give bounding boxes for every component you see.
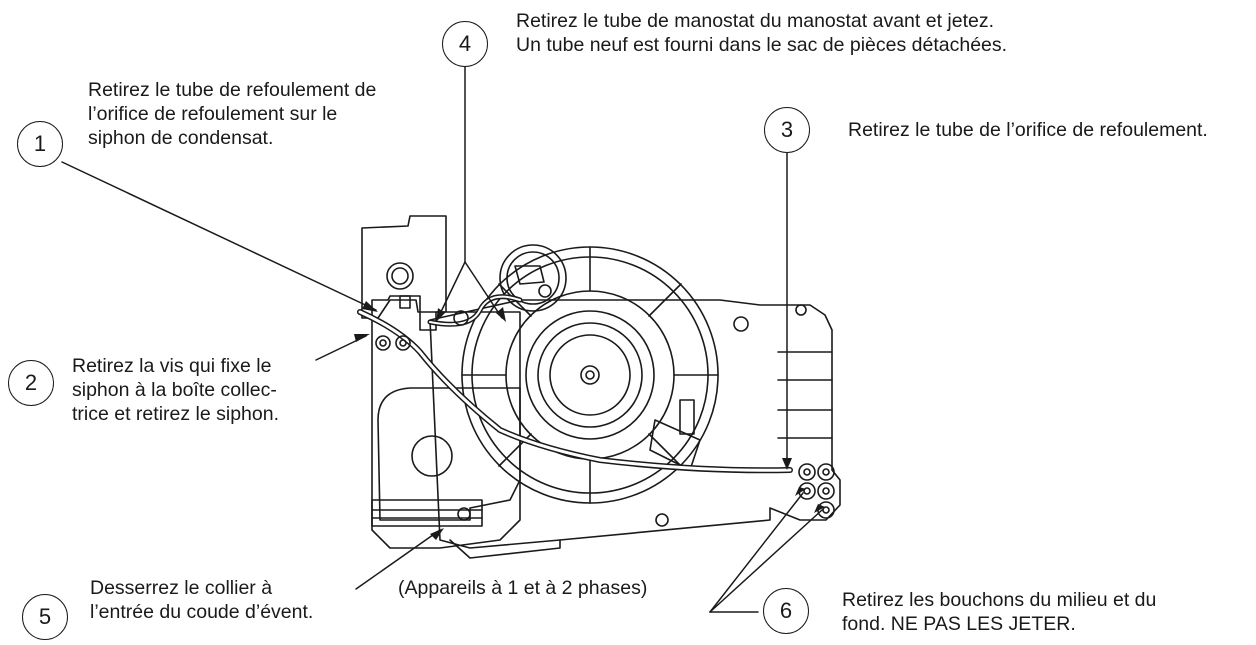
leader-line-5 <box>355 529 441 590</box>
leader-line-6a <box>709 492 804 613</box>
callout-3-text: Retirez le tube de l’orifice de refoulem… <box>848 119 1208 141</box>
callout-4-number: 4 <box>458 31 472 56</box>
callout-6-circle: 6 <box>763 588 809 634</box>
leader-line-1 <box>61 161 377 311</box>
callout-1-circle: 1 <box>17 121 63 167</box>
callout-1-text: Retirez le tube de refoulement de l’orif… <box>88 79 377 149</box>
callout-5-text: Desserrez le collier à l’entrée du coude… <box>90 577 314 623</box>
callout-2-text: Retirez la vis qui fixe le siphon à la b… <box>72 355 280 425</box>
callout-2-number: 2 <box>24 370 38 395</box>
callout-3-circle: 3 <box>764 107 810 153</box>
leader-line-4b <box>437 261 466 319</box>
leader-line-4c <box>464 261 503 319</box>
diagram-caption: (Appareils à 1 et à 2 phases) <box>398 577 648 599</box>
pressure-switch-bracket <box>361 215 447 319</box>
callout-6-text: Retirez les bouchons du milieu et du fon… <box>842 589 1157 635</box>
vent-clamp <box>371 499 483 527</box>
callout-6-number: 6 <box>779 598 793 623</box>
drain-hose <box>357 309 793 474</box>
callout-4-circle: 4 <box>442 21 488 67</box>
callout-5-number: 5 <box>38 604 52 629</box>
callout-2-circle: 2 <box>8 360 54 406</box>
callout-1-number: 1 <box>33 131 47 156</box>
pressure-switch <box>499 244 567 312</box>
callout-3-number: 3 <box>780 117 794 142</box>
mounting-plate-outline <box>429 299 841 549</box>
callout-5-circle: 5 <box>22 594 68 640</box>
callout-4-text: Retirez le tube de manostat du manostat … <box>516 10 1008 56</box>
leader-line-6b <box>709 509 823 613</box>
